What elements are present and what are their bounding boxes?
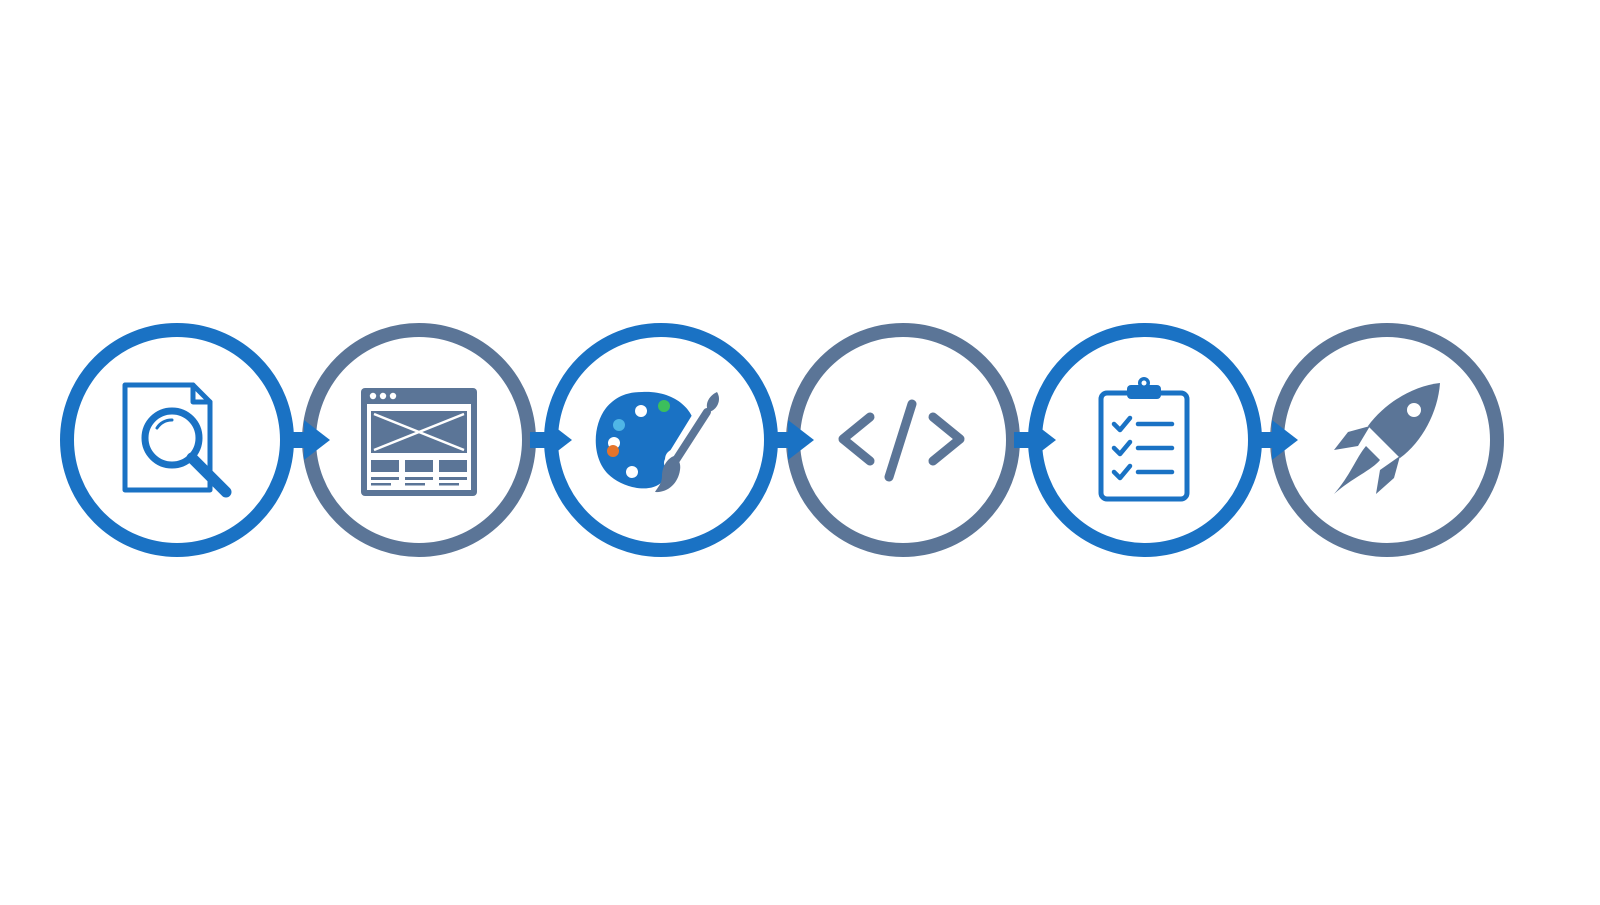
arrow-5-to-6-icon: [1256, 420, 1298, 460]
code-icon: [838, 399, 965, 482]
arrow-3-to-4-icon: [772, 420, 814, 460]
connector-arrows: [288, 420, 1298, 460]
wireframe-icon: [361, 388, 477, 496]
arrow-1-to-2-icon: [288, 420, 330, 460]
rocket-icon: [1334, 383, 1440, 494]
document-search-icon: [122, 382, 232, 498]
palette-brush-icon: [595, 390, 720, 493]
arrow-4-to-5-icon: [1014, 420, 1056, 460]
arrow-2-to-3-icon: [530, 420, 572, 460]
clipboard-checklist-icon: [1098, 377, 1190, 502]
step-ring-5: [1028, 323, 1262, 557]
step-ring-1: [60, 323, 294, 557]
